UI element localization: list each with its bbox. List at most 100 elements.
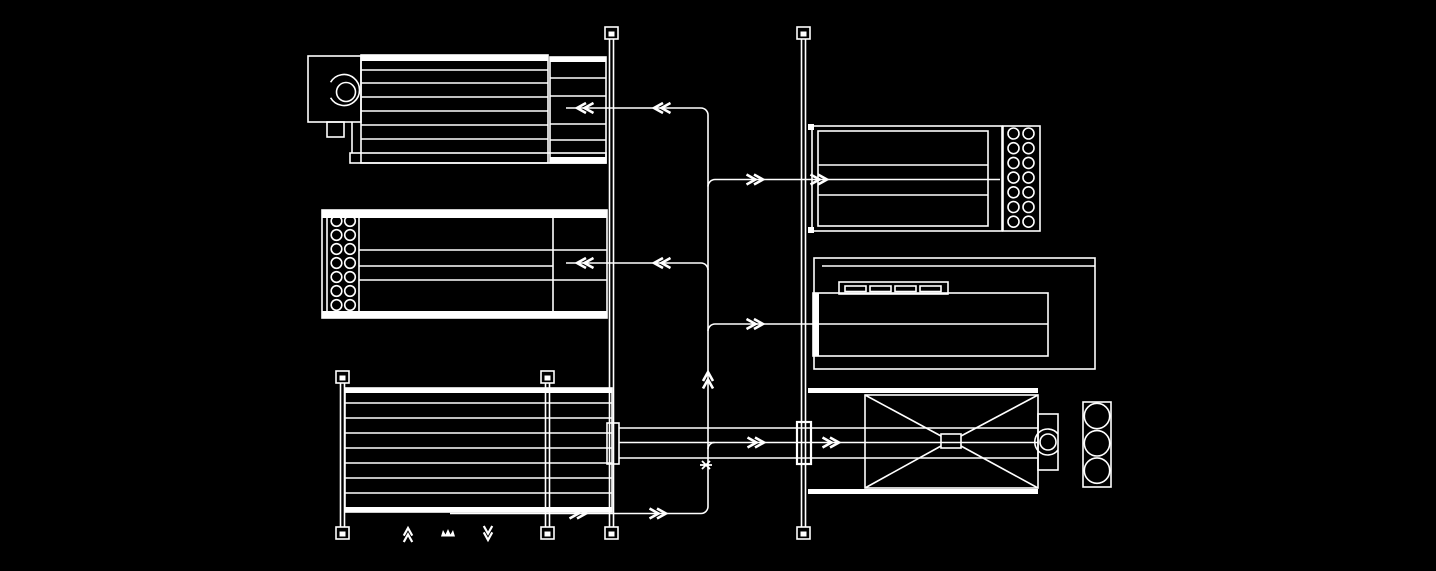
tube-circle [1007,215,1020,228]
fan-inlet-circle [1039,433,1057,451]
branch-top-left [566,107,709,116]
inner-outline [817,130,989,227]
tube-circle [1022,200,1035,214]
right-bottom-band [550,157,606,163]
post-terminal-square [796,26,811,40]
fan-inlet-circle [335,81,357,103]
tube-circle [1007,200,1020,214]
post-terminal-square [796,526,811,540]
post-terminal-square [540,370,555,384]
tube-circle [343,284,357,298]
tube-circle [330,270,343,284]
coil-stripes [361,69,548,140]
coil-body [360,54,549,164]
fan-foot [326,121,345,138]
tube-circle [343,298,357,312]
tube-circle [1022,186,1035,199]
bottom-band [322,311,607,318]
tube-circle [1007,141,1020,155]
post-terminal-square [540,526,555,540]
post-terminal-square [335,526,350,540]
corner-node [808,124,814,130]
tube-circle [330,284,343,298]
machine-coil-unit-mid-left[interactable] [321,209,608,319]
tube-sheet-panel [1002,125,1041,232]
tube-circle [330,256,343,270]
circle-stack [1083,402,1111,485]
tube-circle [1007,127,1020,140]
tube-circle [1022,171,1035,184]
port-strip [838,281,949,295]
x-brace [960,394,1039,437]
tube-circle [1083,457,1111,485]
unit-outline [321,209,608,319]
flow-piping[interactable] [450,107,1038,515]
right-top-band [550,57,606,62]
chevron-up-icon [402,526,414,544]
post-terminal-square [335,370,350,384]
machine-air-handler-top-left[interactable] [307,54,607,164]
tube-sheet-circles [330,214,357,312]
starburst-icon [699,460,713,470]
inner-stripes [818,164,988,196]
tube-circle [330,228,343,242]
tube-circle [1007,156,1020,170]
crown-icon [441,529,455,537]
top-band [322,210,607,218]
port [844,285,867,293]
tube-circle [330,298,343,312]
tube-sheet-panel [326,212,360,316]
machine-coil-unit-top-right[interactable] [808,124,1041,233]
circle-stack-panel [1082,401,1112,488]
x-brace [864,394,942,437]
tube-circle [1083,402,1111,430]
outer-outline [813,257,1096,370]
fan-scroll-icon [329,73,361,107]
tube-circle [1007,186,1020,199]
tube-circle [330,214,343,228]
fan-attachment [1037,413,1059,471]
tube-circle [1022,156,1035,170]
port [919,285,942,293]
machine-striped-unit-bottom-left[interactable] [344,387,620,513]
tube-circle [330,242,343,256]
chevron-down-icon [482,524,494,542]
tube-circle [343,270,357,284]
tube-circle [1083,429,1111,457]
tube-circle [1022,127,1035,140]
x-brace [864,445,942,489]
unit-outline [811,125,1003,232]
coil-stripes [359,249,553,281]
port [869,285,892,293]
corner-node [808,227,814,233]
branch-mid-right [707,323,814,332]
bottom-rail [808,489,1038,494]
post-terminal-square [604,26,619,40]
machine-fan-box-bottom-right[interactable] [795,388,1112,494]
port [894,285,917,293]
top-rail [808,388,1038,393]
post-terminal-square [604,526,619,540]
survey-posts[interactable] [339,39,807,527]
tube-circle [1007,171,1020,184]
tube-circle [1022,141,1035,155]
tube-sheet-circles [1007,127,1035,228]
tube-circle [343,242,357,256]
branch-duct-takeoff [707,441,715,450]
tube-circle [343,214,357,228]
x-brace [960,445,1039,489]
branch-top-right [707,178,813,187]
tube-circle [343,228,357,242]
venturi-center [940,433,962,449]
right-section-stripes [550,77,606,141]
machine-nested-unit-mid-right[interactable] [812,257,1096,370]
right-section-stripes [553,249,607,281]
tube-circle [343,256,357,270]
body-stripes [345,402,612,494]
tube-circle [1022,215,1035,228]
branch-mid-left [566,262,709,271]
fan-housing [307,55,362,123]
branch-bottom [450,506,709,515]
